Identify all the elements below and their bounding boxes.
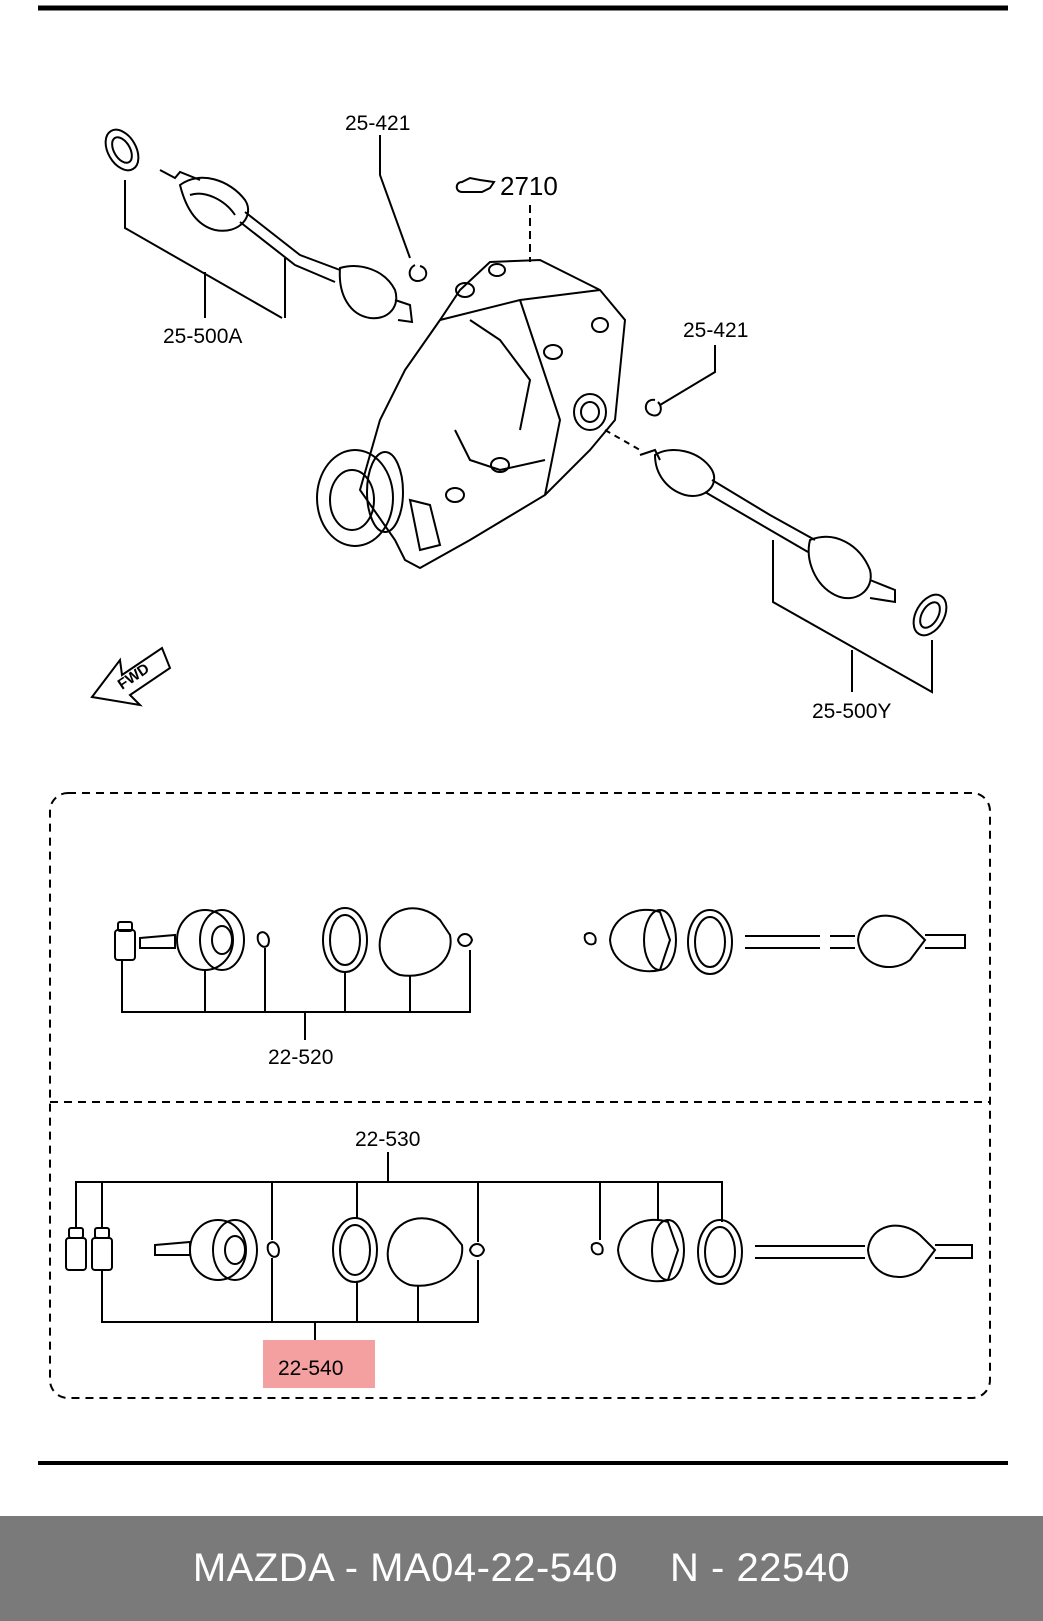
right-drive-shaft [639, 448, 948, 637]
highlight-box [263, 1340, 375, 1388]
differential-housing [316, 258, 627, 570]
left-circlip [408, 264, 428, 282]
label-kit-upper: 22-520 [268, 1046, 333, 1069]
footer-oem-number: N - 22540 [670, 1546, 851, 1590]
footer-banner: MAZDA - MA04-22-540 N - 22540 [0, 1516, 1043, 1621]
label-right-shaft: 25-500Y [812, 700, 891, 723]
fwd-arrow-icon [90, 646, 172, 707]
reference-hand-icon [455, 176, 496, 193]
kit-upper-parts [114, 907, 966, 977]
footer-part-code: MAZDA - MA04-22-540 [192, 1546, 619, 1590]
label-left-shaft: 25-500A [163, 325, 242, 348]
label-kit-lower-top: 22-530 [355, 1128, 420, 1151]
kit-lower-parts [65, 1217, 973, 1287]
label-reference: 2710 [500, 171, 558, 201]
label-right-circlip: 25-421 [683, 319, 748, 342]
right-circlip [644, 398, 662, 417]
label-left-circlip: 25-421 [345, 112, 410, 135]
left-drive-shaft [104, 128, 414, 324]
kit-detail-box [49, 792, 991, 1399]
parts-diagram: 25-421 2710 25-500A 25-421 25-500Y FWD 2… [38, 5, 1008, 1465]
label-kit-lower-highlight: 22-540 [278, 1357, 343, 1380]
